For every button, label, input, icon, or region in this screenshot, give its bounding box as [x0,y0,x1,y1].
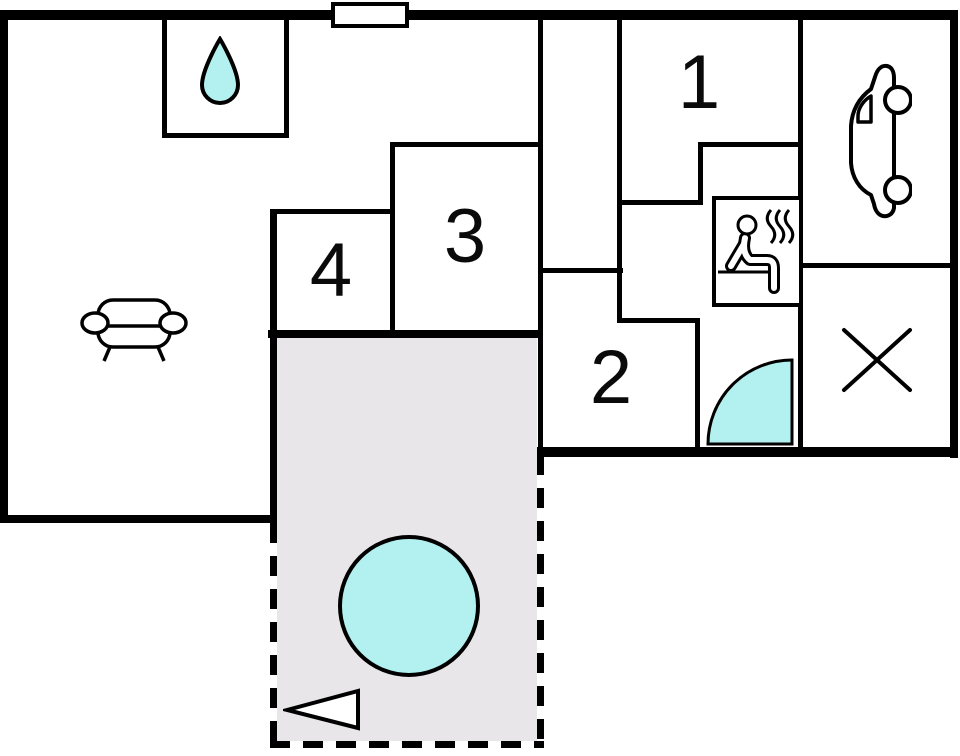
water-drop-icon [199,36,241,105]
wall-bath-step [617,318,700,323]
terrace-dashed-border-right [537,455,544,748]
wall-wc-left [162,20,167,138]
wall-terrace-top [268,330,543,338]
wall-garage-bottom [798,263,958,268]
wall-exterior-bottom-right [537,447,958,457]
wall-hall-bottom [538,268,623,273]
wall-wc-bottom [162,133,289,138]
room-label-4: 4 [309,228,353,313]
wall-room3-left [390,145,395,337]
wall-shower-left [695,318,700,447]
car-icon-svg [849,63,913,219]
door-marker [331,2,409,28]
wall-room1-step [698,145,703,205]
wall-main-vertical [538,18,543,447]
sauna-cabin [712,196,803,307]
sauna-person-icon [718,208,795,294]
hot-tub-circle-icon [338,535,480,677]
wall-room3-top [390,142,543,147]
room-label-1: 1 [677,40,721,125]
sofa-icon [80,298,188,362]
room-label-3: 3 [443,194,487,279]
wall-room4-top [270,209,392,214]
terrace-dashed-border-left [270,523,277,748]
wall-exterior-left [0,10,8,523]
car-icon [842,60,913,220]
x-mark-icon [842,328,912,392]
direction-arrow-icon [283,688,360,731]
wall-exterior-top [0,10,958,20]
shower-quarter-circle-icon [706,358,794,446]
wall-living-room-right [270,210,277,523]
wall-room1-left [617,18,622,323]
terrace-dashed-border-bottom [270,741,544,748]
wall-exterior-right [950,10,958,458]
wall-exterior-bottom-left [0,515,277,523]
wall-room1-bottom-left [617,200,703,205]
wall-room1-bottom-right [698,142,803,147]
room-label-2: 2 [589,335,633,420]
wall-wc-right [284,20,289,138]
